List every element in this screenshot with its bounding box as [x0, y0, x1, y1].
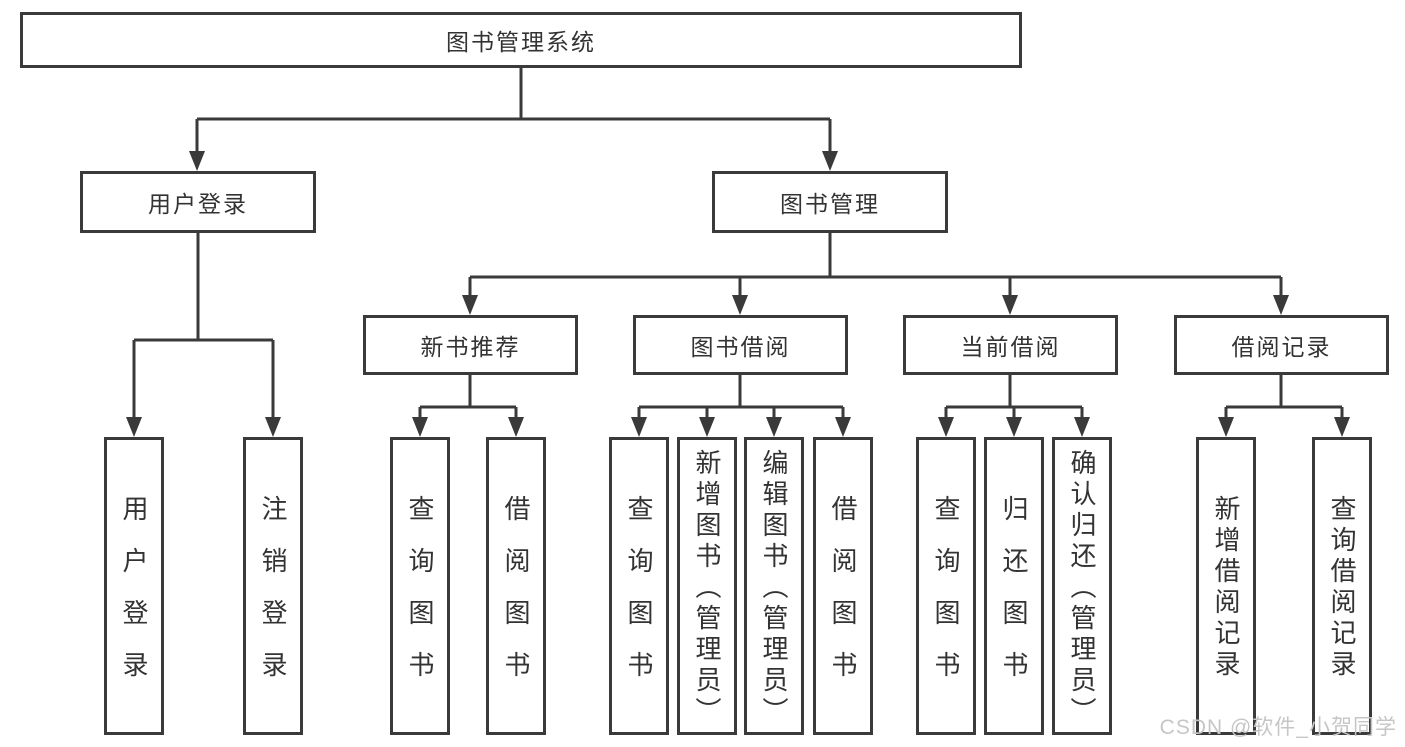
- leaf-current-confirm-return-admin-label: 确认归还（管理员）: [1067, 448, 1097, 728]
- arrow-down-icon: [835, 417, 851, 437]
- leaf-record-add-borrow-record: 新增借阅记录: [1196, 437, 1256, 735]
- arrow-down-icon: [462, 295, 478, 315]
- leaf-record-query-borrow-record: 查询借阅记录: [1312, 437, 1372, 735]
- leaf-current-return-books-label: 归还图书: [999, 495, 1029, 703]
- leaf-current-confirm-return-admin: 确认归还（管理员）: [1052, 437, 1112, 735]
- node-book-borrow-label: 图书借阅: [690, 334, 791, 360]
- node-user-login: 用户登录: [80, 171, 316, 233]
- leaf-record-add-borrow-record-label: 新增借阅记录: [1211, 495, 1241, 681]
- arrow-down-icon: [1006, 417, 1022, 437]
- arrow-down-icon: [1002, 295, 1018, 315]
- arrow-down-icon: [699, 417, 715, 437]
- arrow-down-icon: [1334, 417, 1350, 437]
- arrow-down-icon: [508, 417, 524, 437]
- connector-lines: [132, 68, 1344, 422]
- leaf-user-login-label: 用户登录: [119, 495, 149, 703]
- node-current-borrow: 当前借阅: [903, 315, 1118, 375]
- arrow-down-icon: [1218, 417, 1234, 437]
- leaf-borrow-borrow-books: 借阅图书: [813, 437, 873, 735]
- leaf-new-book-query-books-label: 查询图书: [405, 495, 435, 703]
- arrow-down-icon: [1273, 295, 1289, 315]
- node-root: 图书管理系统: [20, 12, 1022, 68]
- arrow-down-icons: [126, 151, 1350, 437]
- arrow-down-icon: [766, 417, 782, 437]
- leaf-new-book-borrow-books: 借阅图书: [486, 437, 546, 735]
- leaf-user-login: 用户登录: [104, 437, 164, 735]
- arrow-down-icon: [631, 417, 647, 437]
- leaf-borrow-edit-books-admin: 编辑图书（管理员）: [744, 437, 804, 735]
- arrow-down-icon: [412, 417, 428, 437]
- arrow-down-icon: [265, 417, 281, 437]
- node-root-label: 图书管理系统: [446, 29, 596, 55]
- watermark: CSDN @软件_小贺同学: [1159, 716, 1397, 739]
- leaf-borrow-add-books-admin-label: 新增图书（管理员）: [692, 448, 722, 728]
- node-book-borrow: 图书借阅: [633, 315, 848, 375]
- node-new-book-recommend: 新书推荐: [363, 315, 578, 375]
- node-borrow-record: 借阅记录: [1174, 315, 1389, 375]
- arrow-down-icon: [938, 417, 954, 437]
- leaf-logout-label: 注销登录: [258, 495, 288, 703]
- arrow-down-icon: [126, 417, 142, 437]
- leaf-borrow-query-books: 查询图书: [609, 437, 669, 735]
- leaf-logout: 注销登录: [243, 437, 303, 735]
- node-book-management-label: 图书管理: [780, 191, 880, 217]
- leaf-current-query-books: 查询图书: [916, 437, 976, 735]
- node-new-book-recommend-label: 新书推荐: [420, 334, 521, 360]
- node-current-borrow-label: 当前借阅: [960, 334, 1061, 360]
- leaf-new-book-query-books: 查询图书: [390, 437, 450, 735]
- leaf-borrow-add-books-admin: 新增图书（管理员）: [677, 437, 737, 735]
- leaf-borrow-borrow-books-label: 借阅图书: [828, 495, 858, 703]
- arrow-down-icon: [732, 295, 748, 315]
- node-borrow-record-label: 借阅记录: [1231, 334, 1332, 360]
- leaf-borrow-edit-books-admin-label: 编辑图书（管理员）: [759, 448, 789, 728]
- leaf-current-query-books-label: 查询图书: [931, 495, 961, 703]
- arrow-down-icon: [189, 151, 205, 171]
- leaf-current-return-books: 归还图书: [984, 437, 1044, 735]
- leaf-record-query-borrow-record-label: 查询借阅记录: [1327, 495, 1357, 681]
- node-book-management: 图书管理: [712, 171, 948, 233]
- node-user-login-label: 用户登录: [148, 191, 248, 217]
- arrow-down-icon: [1074, 417, 1090, 437]
- leaf-new-book-borrow-books-label: 借阅图书: [501, 495, 531, 703]
- arrow-down-icon: [822, 151, 838, 171]
- leaf-borrow-query-books-label: 查询图书: [624, 495, 654, 703]
